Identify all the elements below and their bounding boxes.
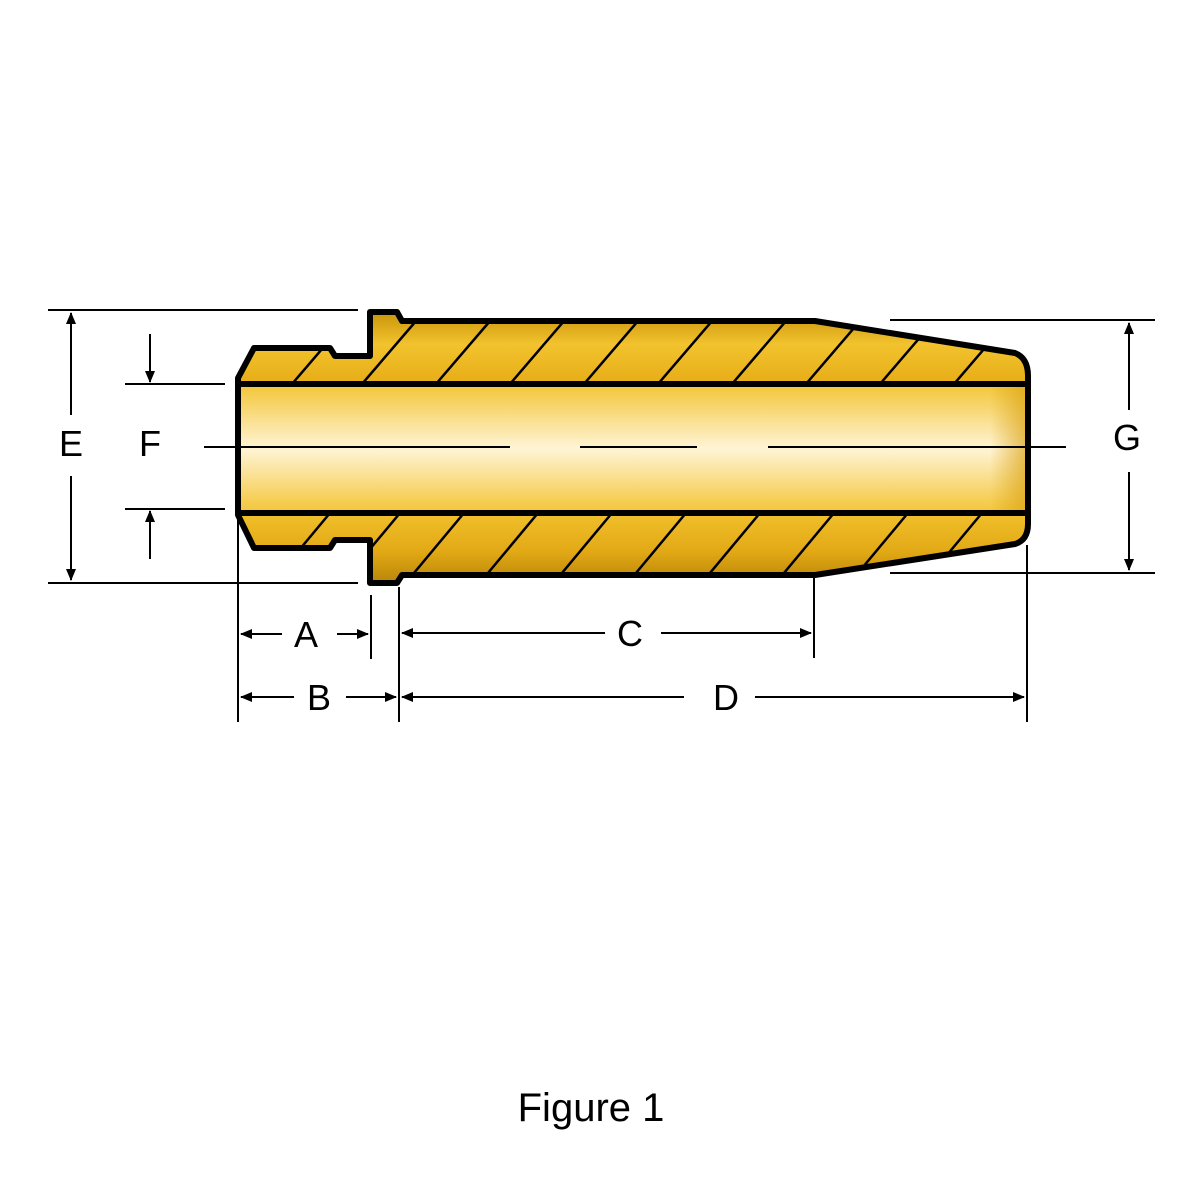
dimension-label-B: B (307, 677, 331, 718)
dimension-label-E: E (59, 423, 83, 464)
valve-guide-part (204, 309, 1066, 586)
figure-caption: Figure 1 (517, 1086, 665, 1130)
dimension-label-F: F (139, 423, 161, 464)
bottom-wall (238, 513, 1028, 583)
dimension-B: B (240, 677, 397, 718)
dimension-label-C: C (617, 613, 643, 654)
dimension-label-G: G (1113, 417, 1141, 458)
dimension-D: D (401, 677, 1025, 718)
dimension-G: G (1113, 322, 1141, 571)
bore-end-shade (990, 384, 1028, 513)
dimension-F: F (139, 334, 161, 559)
part-outline (235, 309, 1031, 586)
top-wall (238, 312, 1028, 384)
dimension-E: E (59, 312, 83, 581)
dimension-label-A: A (294, 614, 318, 655)
dimension-label-D: D (713, 677, 739, 718)
dimension-C: C (401, 613, 812, 654)
extension-lines (48, 309, 1155, 722)
bore (238, 384, 1028, 513)
dimension-A: A (240, 614, 369, 655)
